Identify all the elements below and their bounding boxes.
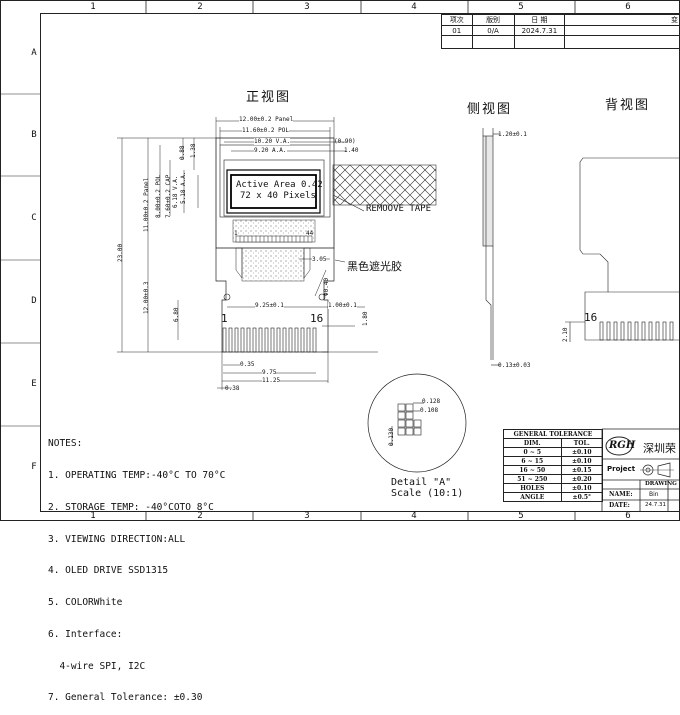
company-name: 深圳荣 <box>643 440 676 456</box>
date-value: 24.7.31 <box>645 502 666 508</box>
note-5: 5. COLORWhite <box>48 598 225 609</box>
name-value: Bin <box>649 491 659 498</box>
note-3: 3. VIEWING DIRECTION:ALL <box>48 535 225 546</box>
company-logo: RGH <box>609 440 635 451</box>
note-6-detail: 4-wire SPI, I2C <box>48 662 225 673</box>
project-label: Project <box>607 465 635 473</box>
note-6: 6. Interface: <box>48 630 225 641</box>
note-4: 4. OLED DRIVE SSD1315 <box>48 566 225 577</box>
name-label: NAME: <box>609 491 633 498</box>
title-block-frame <box>0 0 680 521</box>
drawing-label: DRAWING <box>645 481 677 487</box>
note-7: 7. General Tolerance: ±0.30 <box>48 693 225 704</box>
date-label: DATE: <box>609 502 630 509</box>
